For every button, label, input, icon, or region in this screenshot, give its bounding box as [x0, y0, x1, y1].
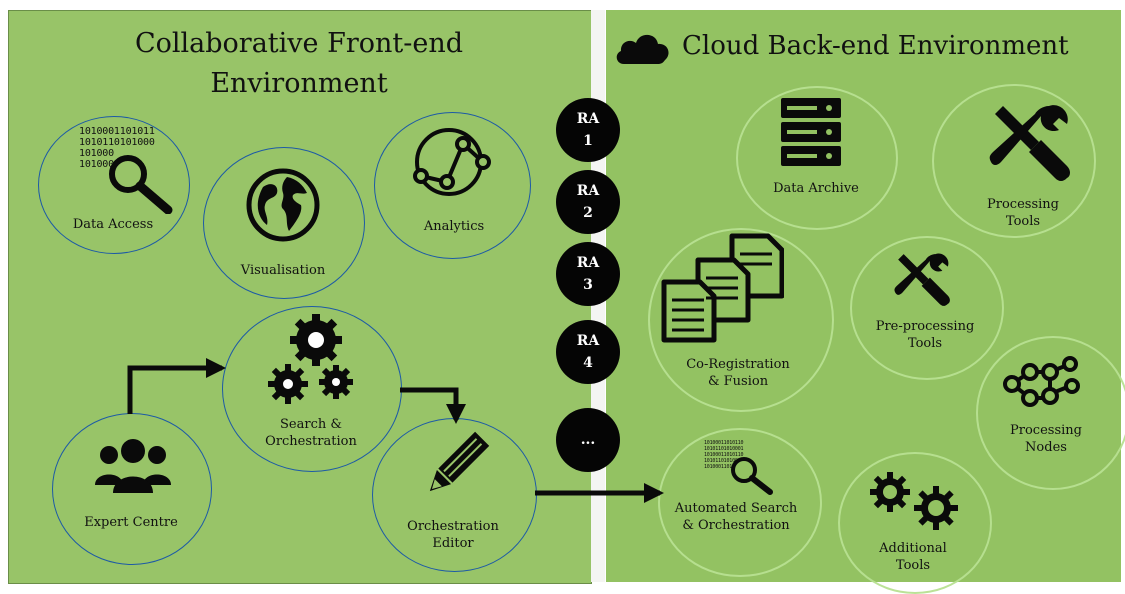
automated-search-label: Automated Search & Orchestration [656, 500, 816, 534]
ra-marker-1[interactable]: RA 1 [556, 98, 620, 162]
globe-icon [243, 165, 323, 249]
preprocessing-line2: Tools [907, 336, 943, 351]
coreg-line1: Co-Registration [686, 357, 790, 372]
binary-line: 101000 [79, 159, 114, 170]
ra-2-bottom: 2 [583, 205, 593, 221]
processing-tools-node[interactable] [932, 84, 1096, 238]
analytics-label: Analytics [423, 219, 485, 234]
ra-marker-4[interactable]: RA 4 [556, 320, 620, 384]
search-label-line1: Search & [280, 417, 342, 432]
ra-4-bottom: 4 [583, 355, 593, 371]
analytics-node[interactable] [374, 112, 531, 259]
orchestration-editor-label: Orchestration Editor [393, 518, 513, 552]
front-end-title-line1: Collaborative Front-end [134, 28, 464, 59]
ra-marker-2[interactable]: RA 2 [556, 170, 620, 234]
coregistration-node[interactable] [648, 228, 834, 412]
server-icon [779, 96, 843, 174]
magnifier-icon [106, 152, 176, 218]
coreg-line2: & Fusion [707, 374, 769, 389]
ra-4-top: RA [576, 333, 600, 349]
auto-search-line2: & Orchestration [682, 518, 790, 533]
front-end-title-line2: Environment [210, 68, 388, 99]
back-end-title: Cloud Back-end Environment [682, 31, 1069, 61]
auto-search-line1: Automated Search [674, 501, 798, 516]
binary-text: 1010001101011 1010110101000 101000 10100… [79, 126, 155, 170]
processing-tools-line1: Processing [987, 197, 1059, 212]
processing-tools-label: Processing Tools [968, 196, 1078, 230]
pencil-icon [418, 426, 494, 508]
additional-line2: Tools [895, 558, 931, 573]
ra-marker-more[interactable]: ... [556, 408, 620, 472]
editor-label-line2: Editor [432, 536, 474, 551]
ra-2-top: RA [576, 183, 600, 199]
arrow-search-to-editor [400, 387, 466, 424]
binary-line: 1010001101011 [79, 126, 155, 137]
magnifier-small-icon [728, 454, 774, 500]
coregistration-label: Co-Registration & Fusion [668, 356, 808, 390]
processing-tools-line2: Tools [1005, 214, 1041, 229]
visualisation-node[interactable] [203, 147, 365, 299]
additional-tools-label: Additional Tools [853, 540, 973, 574]
search-orchestration-label: Search & Orchestration [251, 416, 371, 450]
processing-nodes-node[interactable] [976, 336, 1125, 490]
processing-nodes-label: Processing Nodes [986, 422, 1106, 456]
data-archive-node[interactable] [736, 86, 898, 230]
cloud-icon [614, 28, 672, 70]
data-access-node[interactable] [38, 116, 190, 254]
tools-icon [989, 100, 1073, 188]
ra-3-top: RA [576, 255, 600, 271]
gears-small-icon [866, 470, 966, 536]
users-icon [93, 433, 173, 501]
binary-line: 101000 [79, 148, 114, 159]
expert-centre-label: Expert Centre [84, 515, 178, 530]
preprocessing-tools-icon [893, 250, 953, 312]
preprocessing-tools-node[interactable] [850, 236, 1004, 380]
data-access-label: Data Access [72, 217, 154, 232]
network-nodes-icon [1000, 356, 1084, 416]
search-label-line2: Orchestration [265, 434, 357, 449]
editor-label-line1: Orchestration [407, 519, 499, 534]
additional-line1: Additional [879, 541, 947, 556]
data-archive-label: Data Archive [773, 181, 859, 196]
ra-marker-3[interactable]: RA 3 [556, 242, 620, 306]
visualisation-label: Visualisation [240, 263, 326, 278]
ra-more-top: ... [580, 432, 596, 448]
ra-3-bottom: 3 [583, 277, 593, 293]
ra-1-bottom: 1 [583, 133, 593, 149]
preprocessing-line1: Pre-processing [875, 319, 975, 334]
preprocessing-tools-label: Pre-processing Tools [860, 318, 990, 352]
binary-line: 1010110101000 [79, 137, 155, 148]
documents-icon [660, 232, 785, 348]
processing-nodes-line1: Processing [1010, 423, 1082, 438]
ra-1-top: RA [576, 111, 600, 127]
processing-nodes-line2: Nodes [1025, 440, 1067, 455]
arrow-expert-to-search [127, 358, 226, 414]
analytics-icon [403, 126, 499, 202]
gears-icon [268, 312, 358, 412]
front-end-title: Collaborative Front-end Environment [8, 24, 590, 104]
